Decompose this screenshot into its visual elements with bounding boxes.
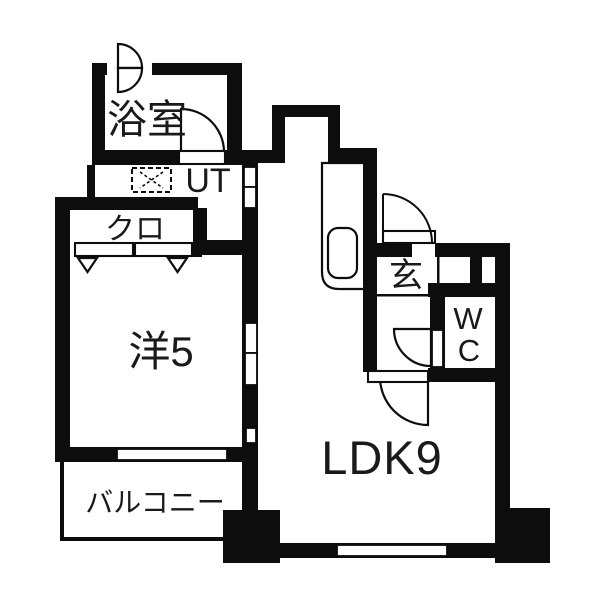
- bathroom-window-swing-icon: [116, 42, 144, 70]
- wall-entry-top-left: [365, 243, 413, 257]
- bathroom-door-swing-icon: [179, 107, 226, 154]
- wall-kitchen-top: [328, 148, 373, 162]
- wall-nook-bottom: [193, 240, 244, 255]
- pillar-bottom-right: [495, 508, 550, 563]
- ldk-label: LDK9: [321, 431, 443, 484]
- entrance-opening: [412, 243, 435, 257]
- utility-door-panel: [243, 186, 257, 209]
- wall-left-outer: [55, 197, 70, 462]
- closet-folding-door-panel: [73, 241, 135, 258]
- hall-ldk-door-leaf: [366, 369, 430, 384]
- wall-utility-left-stub: [87, 165, 95, 197]
- wall-shoebox-divider: [470, 255, 482, 283]
- wall-entry-top-right: [435, 243, 510, 257]
- folding-door-v-icon: [75, 256, 100, 274]
- wall-bathroom-right: [227, 63, 242, 165]
- wall-right-outer: [495, 243, 510, 510]
- utility-door-panel: [243, 166, 257, 188]
- wall-bathroom-left: [92, 63, 105, 152]
- kitchen-sink-icon: [326, 226, 359, 280]
- western-room-door-panel: [244, 352, 258, 386]
- western-room-door-panel: [244, 322, 258, 354]
- entrance-door-leaf: [381, 229, 437, 245]
- closet-folding-door-panel: [133, 241, 194, 258]
- wall-notch-right: [328, 115, 340, 150]
- wc-label-w: W: [453, 301, 483, 336]
- pillar-bottom-left: [223, 510, 280, 563]
- wc-door-leaf: [431, 329, 444, 368]
- wall-notch-top: [272, 105, 340, 117]
- entrance-door-swing-icon: [382, 193, 433, 244]
- door-swings: [116, 42, 444, 427]
- bathroom-label: 浴室: [107, 98, 187, 142]
- wall-closet-top: [55, 197, 198, 210]
- wall-ldk-right: [363, 148, 377, 372]
- ldk-window: [336, 544, 448, 557]
- closet-label: クロ: [105, 213, 165, 246]
- wall-vent-slot: [245, 427, 257, 444]
- wc-door-swing-icon: [392, 327, 433, 368]
- balcony-window: [116, 448, 228, 461]
- washing-machine-x-icon: [139, 171, 164, 189]
- wc-label-c: C: [458, 333, 480, 368]
- washing-machine-pan-icon: [131, 167, 172, 193]
- fixture-symbols: [73, 167, 194, 274]
- wall-below-shoebox: [428, 283, 510, 297]
- room-labels: 浴室 UT クロ 洋5 LDK9 玄 W C バルコニー: [85, 98, 483, 518]
- folding-door-v-icon: [165, 256, 190, 274]
- balcony-rail-left: [60, 462, 64, 541]
- line-entrance-step: [377, 294, 438, 297]
- wall-wc-bottom: [428, 368, 497, 382]
- western-room-label: 洋5: [128, 328, 193, 375]
- bathroom-door-threshold: [177, 149, 227, 166]
- utility-label: UT: [185, 162, 230, 200]
- entrance-label: 玄: [389, 257, 423, 295]
- balcony-rail-bottom: [60, 537, 230, 541]
- balcony-label: バルコニー: [85, 487, 224, 518]
- bathroom-window-swing-icon: [116, 66, 144, 94]
- wall-notch-left: [272, 105, 285, 163]
- line-entrance-shoebox: [437, 255, 440, 283]
